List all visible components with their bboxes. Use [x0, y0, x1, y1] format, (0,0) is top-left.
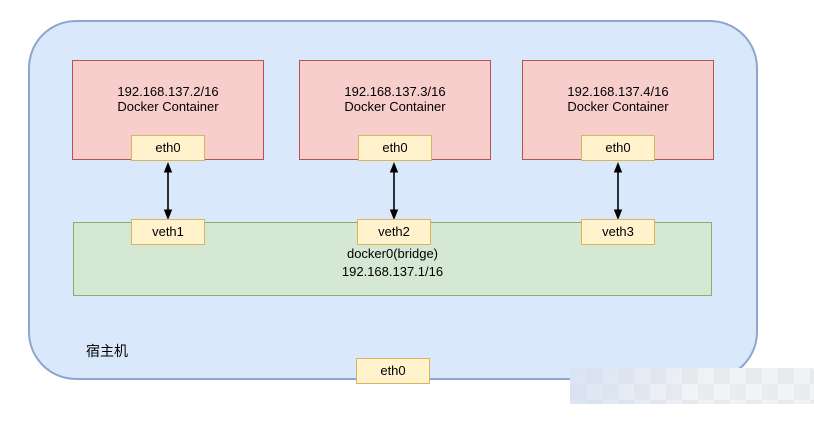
veth3-chip: veth3 [581, 219, 655, 245]
container1-ip: 192.168.137.2/16 [117, 84, 219, 99]
container3-eth0-chip: eth0 [581, 135, 655, 161]
host-eth0-chip: eth0 [356, 358, 430, 384]
container1-title: Docker Container [117, 99, 219, 114]
docker-container-3: 192.168.137.4/16 Docker Container eth0 [522, 60, 714, 161]
container1-eth0-chip: eth0 [131, 135, 205, 161]
bridge-ip: 192.168.137.1/16 [341, 264, 444, 279]
veth1-chip: veth1 [131, 219, 205, 245]
container3-title: Docker Container [567, 99, 669, 114]
bridge-name: docker0(bridge) [346, 246, 439, 261]
host-label: 宿主机 [86, 343, 128, 359]
veth2-chip: veth2 [357, 219, 431, 245]
container2-ip: 192.168.137.3/16 [344, 84, 446, 99]
container2-title: Docker Container [344, 99, 446, 114]
container3-ip: 192.168.137.4/16 [567, 84, 669, 99]
container2-eth0-chip: eth0 [358, 135, 432, 161]
docker-container-1: 192.168.137.2/16 Docker Container eth0 [72, 60, 264, 161]
watermark-mosaic [570, 368, 814, 404]
docker-container-2: 192.168.137.3/16 Docker Container eth0 [299, 60, 491, 161]
